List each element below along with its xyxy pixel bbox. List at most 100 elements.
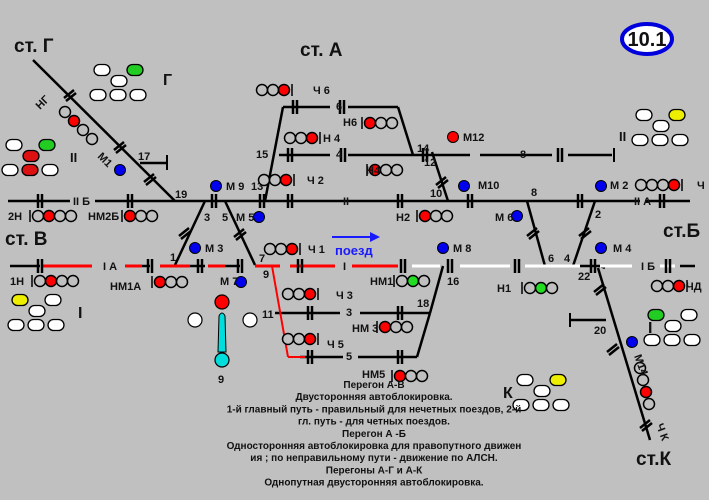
track-label-17: 17	[138, 151, 150, 163]
signal-lamp	[672, 279, 686, 293]
signal-lamp	[303, 332, 317, 346]
signal-label-m1: М1	[95, 151, 114, 170]
indicator-lamp-left	[187, 312, 203, 328]
panel-i-right	[643, 308, 701, 347]
panel-ii-right	[631, 108, 689, 147]
description-line: Однопутная двусторонняя автоблокировка.	[264, 477, 483, 489]
signal-ch1	[263, 242, 301, 256]
signal-lamp	[33, 274, 47, 288]
signal-nm1	[393, 274, 431, 288]
signal-lamp	[440, 209, 454, 223]
block-indicator-panels	[1, 63, 701, 412]
signal-chd	[650, 279, 688, 293]
track-label-20: 20	[594, 325, 606, 337]
panel-g	[89, 63, 147, 102]
signal-n6	[361, 116, 399, 130]
signal-lamp	[642, 397, 656, 411]
signal-n4b	[366, 163, 404, 177]
insulated-joint	[146, 259, 154, 273]
signal-label-n4: Н 4	[323, 133, 341, 145]
signal-m9	[210, 180, 222, 192]
signal-lamp	[447, 131, 459, 143]
description-line: Односторонняя автоблокировка для правопу…	[227, 440, 522, 452]
signal-lamp	[263, 242, 277, 256]
block-lamp-icon	[668, 108, 686, 122]
insulated-joint	[338, 100, 346, 114]
signal-label-ch6: Ч 6	[313, 85, 330, 97]
block-lamp-icon	[643, 333, 661, 347]
signal-m4	[595, 242, 607, 254]
insulated-joint	[606, 343, 620, 356]
signal-lamp	[266, 83, 280, 97]
badge-label: 10.1	[628, 29, 667, 51]
signal-lamp	[656, 178, 670, 192]
signal-m14	[626, 336, 638, 348]
signal-label-m10: М10	[478, 180, 499, 192]
signal-label-m9: М 9	[226, 181, 244, 193]
signal-label-m14: М14	[631, 353, 650, 378]
description-line: Перегоны А-Г и А-К	[326, 465, 423, 476]
block-lamp-icon	[11, 293, 29, 307]
signal-ch	[634, 178, 683, 192]
signal-2n	[29, 209, 78, 223]
signal-lamp	[145, 209, 159, 223]
block-lamp-icon	[651, 133, 669, 147]
diagram-number-badge: 10.1	[620, 22, 674, 56]
switch-4: 4	[564, 253, 571, 265]
signal-m2	[595, 180, 607, 192]
signal-lamp	[283, 131, 297, 145]
insulated-joint	[589, 259, 597, 273]
signal-label-ng: НГ	[34, 93, 53, 112]
signal-m12	[447, 131, 459, 143]
signal-label-m4: М 4	[613, 243, 632, 255]
track-label-5: 5	[346, 351, 352, 363]
insulated-joint	[196, 259, 204, 273]
block-lamp-icon	[664, 319, 682, 333]
signal-lamp	[385, 116, 399, 130]
insulated-joint	[63, 89, 77, 102]
signal-label-m2: М 2	[610, 180, 628, 192]
signal-ch2	[257, 173, 295, 187]
insulated-joint	[236, 259, 244, 273]
insulated-joint	[526, 227, 540, 240]
signal-lamp	[639, 385, 653, 399]
block-lamp-icon	[671, 133, 689, 147]
insulated-joint	[399, 259, 407, 273]
track-label-iib: II Б	[73, 196, 90, 208]
signal-ng	[58, 105, 99, 146]
signal-label-ch: Ч	[697, 180, 705, 192]
train-indicator: поезд	[332, 232, 380, 258]
switch-handle[interactable]: 9	[187, 294, 258, 386]
insulated-joint	[286, 148, 294, 162]
insulated-joint	[664, 259, 672, 273]
signal-lamp	[235, 276, 247, 288]
signal-lamp	[636, 373, 650, 387]
signal-lamp	[379, 163, 393, 177]
signal-lamp	[153, 275, 167, 289]
block-lamp-icon	[109, 88, 127, 102]
track-label-iia: II А	[634, 196, 651, 208]
switch-16: 16	[447, 276, 459, 288]
insulated-joint	[556, 148, 564, 162]
block-lamp-icon	[22, 149, 40, 163]
signal-lamp	[42, 209, 56, 223]
signal-lamp	[626, 336, 638, 348]
signal-lamp	[279, 173, 293, 187]
block-lamp-icon	[28, 304, 46, 318]
insulated-joint	[339, 148, 347, 162]
insulated-joint	[286, 194, 294, 208]
signal-n2	[416, 209, 454, 223]
track-label-4: 4	[336, 149, 343, 161]
signal-lamp	[268, 173, 282, 187]
block-lamp-icon	[1, 163, 19, 177]
signal-m6	[511, 210, 523, 222]
block-lamp-icon	[552, 398, 570, 412]
switch-12: 12	[424, 157, 436, 169]
switch-7: 7	[259, 253, 265, 265]
block-lamp-icon	[41, 163, 59, 177]
signal-nm2b	[121, 209, 159, 223]
signal-lamp	[389, 320, 403, 334]
description-line: Перегон А-В	[343, 380, 404, 391]
signal-lamp	[667, 178, 681, 192]
